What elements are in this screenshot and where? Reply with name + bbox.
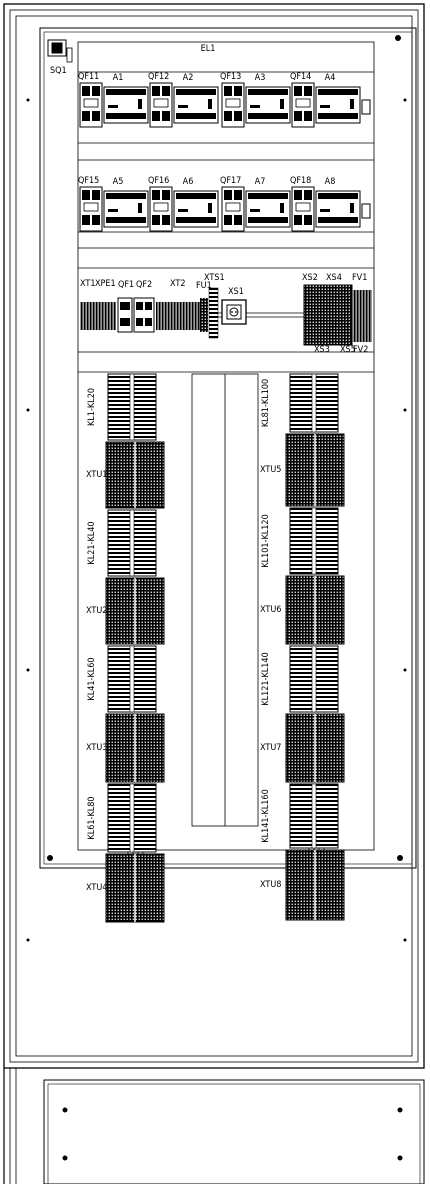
- cabinet-frame: [3, 3, 425, 1184]
- relay-range-label: KL61-KL80: [87, 796, 97, 839]
- breaker-label: QF13: [220, 72, 241, 82]
- breaker-unit: QF18 A8: [290, 176, 361, 232]
- module-label: A6: [183, 177, 194, 187]
- breaker-label: QF16: [148, 176, 169, 186]
- door-switch-label: SQ1: [50, 66, 67, 76]
- terminal-label: XTU3: [86, 743, 107, 753]
- relay-range-label: KL1-KL20: [87, 388, 97, 426]
- rail-label: XS3: [314, 345, 330, 355]
- module-label: A5: [113, 177, 124, 187]
- rail-label: FV1: [352, 273, 367, 283]
- breaker-unit: QF15 A5: [78, 176, 149, 232]
- module-label: A4: [325, 73, 336, 83]
- module-label: A2: [183, 73, 194, 83]
- terminal-label: XTU6: [260, 605, 281, 615]
- terminal-label: XTU5: [260, 465, 281, 475]
- mounting-plate: [77, 41, 375, 851]
- terminal-label: XTU1: [86, 470, 107, 480]
- relay-range-label: KL41-KL60: [87, 657, 97, 700]
- breaker-label: QF11: [78, 72, 99, 82]
- breaker-label: QF18: [290, 176, 311, 186]
- breaker-unit: QF14 A4: [290, 72, 361, 128]
- lamp-label: EL1: [201, 44, 216, 54]
- relay-range-label: KL121-KL140: [261, 652, 271, 705]
- breaker-row-2: QF15 A5 QF16 A6 QF17 A7 QF18 A8: [78, 176, 371, 232]
- surge-protector-fv1: [352, 290, 372, 342]
- terminal-label: XTU2: [86, 606, 107, 616]
- terminal-label: XTU4: [86, 883, 107, 893]
- fuse-fu1: [200, 298, 208, 332]
- terminal-xts1: [208, 287, 219, 339]
- breaker-unit: QF16 A6: [148, 176, 219, 232]
- breaker-label: QF15: [78, 176, 99, 186]
- breaker-unit: QF11 A1: [78, 72, 149, 128]
- rail-label: FV2: [353, 345, 368, 355]
- mounting-dots: [26, 35, 407, 1161]
- sockets-xs2-xs5: [303, 284, 353, 346]
- terminal-rail-row: [80, 284, 372, 346]
- relay-range-label: KL141-KL160: [261, 789, 271, 842]
- breaker-unit: QF17 A7: [220, 176, 291, 232]
- relay-column-right: KL81-KL100XTU5KL101-KL120XTU6KL121-KL140…: [260, 373, 345, 921]
- module-label: A7: [255, 177, 266, 187]
- breaker-unit: QF12 A2: [148, 72, 219, 128]
- breaker-label: QF12: [148, 72, 169, 82]
- relay-range-label: KL81-KL100: [261, 379, 271, 427]
- relay-column-left: KL1-KL20XTU1KL21-KL40XTU2KL41-KL60XTU3KL…: [86, 373, 165, 923]
- terminal-label: XTU8: [260, 880, 281, 890]
- rail-label: XT2: [170, 279, 185, 289]
- relay-range-label: KL101-KL120: [261, 514, 271, 567]
- breaker-label: QF17: [220, 176, 241, 186]
- rail-label: QF2: [136, 280, 152, 290]
- rail-label: XTS1: [204, 273, 225, 283]
- module-label: A8: [325, 177, 336, 187]
- rail-label: XPE1: [95, 279, 116, 289]
- rail-terminals-xt2: [156, 302, 200, 330]
- rail-label: QF1: [118, 280, 134, 290]
- terminal-label: XTU7: [260, 743, 281, 753]
- breaker-row-1: QF11 A1 QF12 A2 QF13 A3 QF14 A4: [78, 72, 371, 128]
- breaker-unit: QF13 A3: [220, 72, 291, 128]
- relay-range-label: KL21-KL40: [87, 521, 97, 564]
- module-label: A3: [255, 73, 266, 83]
- module-label: A1: [113, 73, 124, 83]
- rail-label: XS5: [340, 345, 356, 355]
- rail-label: FU1: [196, 281, 212, 291]
- rail-terminals-xt1: [80, 302, 116, 330]
- rail-label: XS4: [326, 273, 342, 283]
- rail-label: XS2: [302, 273, 318, 283]
- door-switch: [47, 39, 73, 63]
- breaker-label: QF14: [290, 72, 311, 82]
- rail-label: XT1: [80, 279, 95, 289]
- rail-label: XS1: [228, 287, 244, 297]
